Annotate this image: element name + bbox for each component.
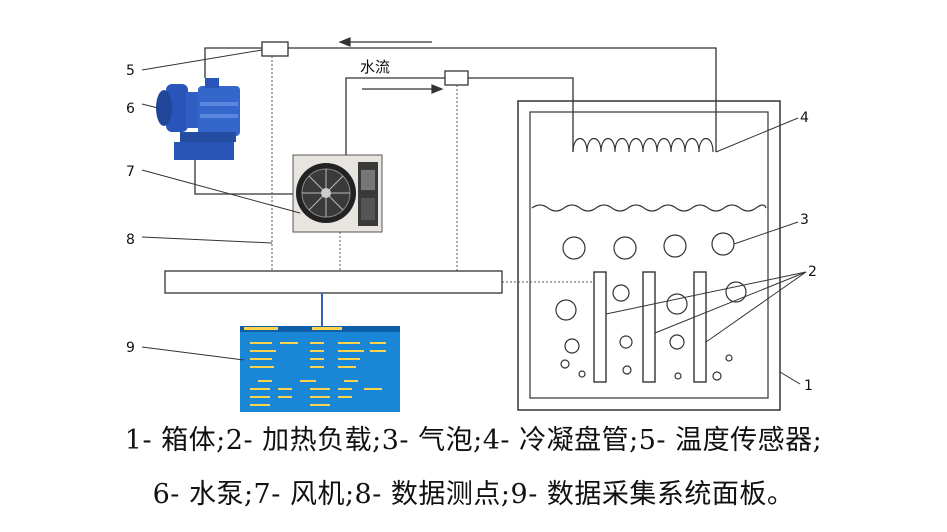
- acquisition-bar: [164, 270, 503, 294]
- measure-lines: [271, 56, 594, 283]
- label-8: 8: [126, 232, 135, 248]
- data-panel-icon: [240, 326, 400, 412]
- label-9: 9: [126, 340, 135, 356]
- label-4: 4: [800, 110, 809, 126]
- flow-arrows: [338, 37, 444, 94]
- condenser-coil: [572, 137, 714, 153]
- pipes: [194, 47, 717, 195]
- label-1: 1: [804, 378, 813, 394]
- label-7: 7: [126, 164, 135, 180]
- water-surface: [531, 204, 767, 212]
- caption-line-1: 1- 箱体;2- 加热负载;3- 气泡;4- 冷凝盘管;5- 温度传感器;: [124, 425, 823, 456]
- water-flow-label: 水流: [360, 58, 390, 76]
- water-pump-icon: [156, 78, 240, 160]
- bubbles: [555, 232, 747, 381]
- label-6: 6: [126, 101, 135, 117]
- heating-loads: [593, 271, 707, 383]
- label-5: 5: [126, 63, 135, 79]
- caption-line-2: 6- 水泵;7- 风机;8- 数据测点;9- 数据采集系统面板。: [152, 479, 795, 510]
- label-2: 2: [808, 264, 817, 280]
- label-3: 3: [800, 212, 809, 228]
- temperature-sensors: [261, 41, 469, 86]
- fan-unit-icon: [292, 154, 383, 233]
- experiment-system-diagram: 5 6 7 8 9 4 3 2 1 水流: [126, 37, 817, 412]
- leader-lines: [141, 49, 807, 385]
